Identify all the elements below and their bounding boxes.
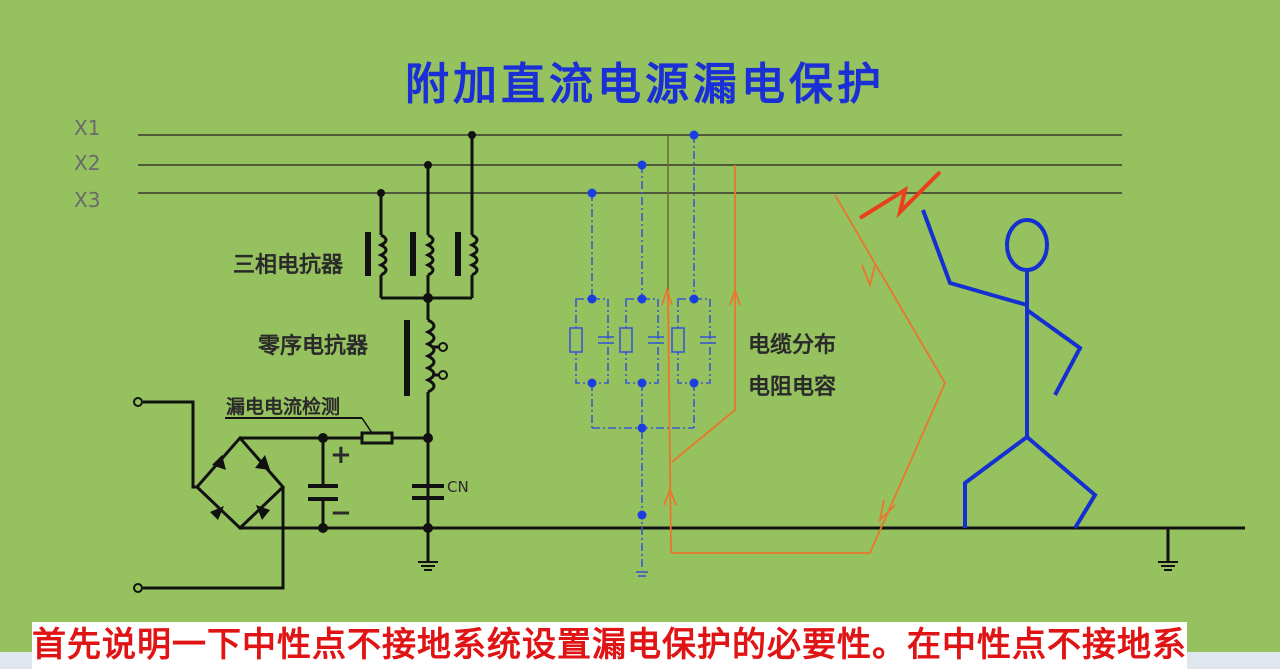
tap-terminal <box>438 342 448 352</box>
page-title: 附加直流电源漏电保护 <box>405 59 885 110</box>
reactor-coil-2 <box>424 233 435 277</box>
tap-terminal <box>438 370 448 380</box>
subtitle: 首先说明一下中性点不接地系统设置漏电保护的必要性。在中性点不接地系统 <box>32 622 1187 669</box>
plus-label: + <box>330 440 352 470</box>
leakage-current-path <box>661 165 947 554</box>
reactor-coil-1 <box>377 233 388 277</box>
minus-label: − <box>330 498 352 528</box>
input-terminal <box>133 397 143 407</box>
input-terminal <box>133 583 143 593</box>
spark-icon <box>858 170 942 220</box>
ground-symbols <box>418 561 1178 571</box>
person-figure <box>921 209 1098 530</box>
zero-seq-reactor-label: 零序电抗器 <box>258 334 369 359</box>
rectifier-bridge <box>194 435 286 531</box>
cores <box>210 131 476 533</box>
three-phase-reactor-label: 三相电抗器 <box>233 253 344 278</box>
cn-label: CN <box>447 478 469 496</box>
phase-label-x2: X2 <box>74 151 101 175</box>
cable-nodes <box>587 130 699 520</box>
phase-label-x1: X1 <box>74 116 101 140</box>
cable-label-2: 电阻电容 <box>748 375 837 400</box>
leak-detect-label: 漏电电流检测 <box>226 396 341 418</box>
phase-label-x3: X3 <box>74 188 101 212</box>
cable-rc <box>575 135 711 570</box>
reactor-coil-3 <box>468 233 479 277</box>
resistor <box>360 431 394 445</box>
reactor-circuit <box>143 135 1245 590</box>
zero-seq-coil <box>424 318 436 394</box>
cable-label-1: 电缆分布 <box>748 333 837 358</box>
phase-lines <box>138 134 1122 194</box>
